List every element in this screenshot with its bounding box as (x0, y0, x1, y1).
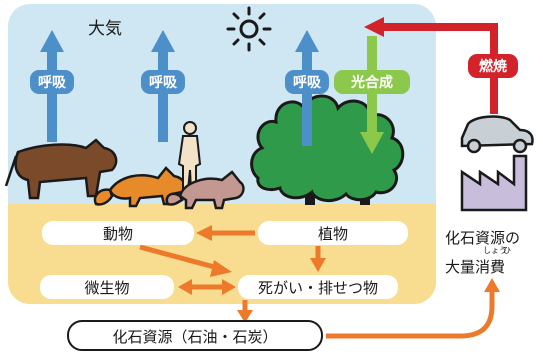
plants-node: 植物 (258, 221, 408, 245)
combustion-arrow (364, 17, 498, 114)
respiration-label-3: 呼吸 (285, 70, 329, 94)
respiration-label-2: 呼吸 (141, 70, 185, 94)
respiration-label-1: 呼吸 (30, 70, 74, 94)
fossil-fuels-label: 化石資源（石油・石炭） (112, 328, 278, 346)
forest-icon (250, 94, 405, 205)
mass-consumption-word: 消費 (475, 258, 506, 276)
respiration-arrow-2 (151, 30, 175, 142)
remains-node: 死がい・排せつ物 (238, 275, 398, 299)
mass-consumption-ruby-2: ひ (503, 246, 511, 255)
sun-icon (226, 6, 272, 52)
factory-icon (460, 154, 528, 212)
mass-consumption-ruby-1: しょう (483, 246, 507, 255)
fossil-fuels-box (67, 320, 323, 351)
animals-node: 動物 (42, 221, 194, 245)
mass-consumption-line2: 大量消費 (445, 256, 505, 277)
raccoon-icon (165, 170, 245, 210)
microbes-node: 微生物 (40, 275, 174, 299)
respiration-arrow-1 (40, 30, 64, 142)
photosynthesis-label: 光合成 (334, 70, 410, 94)
respiration-arrows (40, 30, 319, 146)
respiration-arrow-3 (295, 30, 319, 146)
atmosphere-label: 大気 (88, 19, 122, 39)
mass-consumption-line1: 化石資源の (445, 229, 521, 247)
flow-arrows (139, 225, 500, 339)
cow-icon (4, 138, 118, 200)
combustion-label: 燃焼 (468, 54, 518, 78)
mass-consumption-prefix: 大量 (445, 258, 476, 276)
car-icon (460, 115, 534, 154)
person-icon (177, 121, 202, 191)
